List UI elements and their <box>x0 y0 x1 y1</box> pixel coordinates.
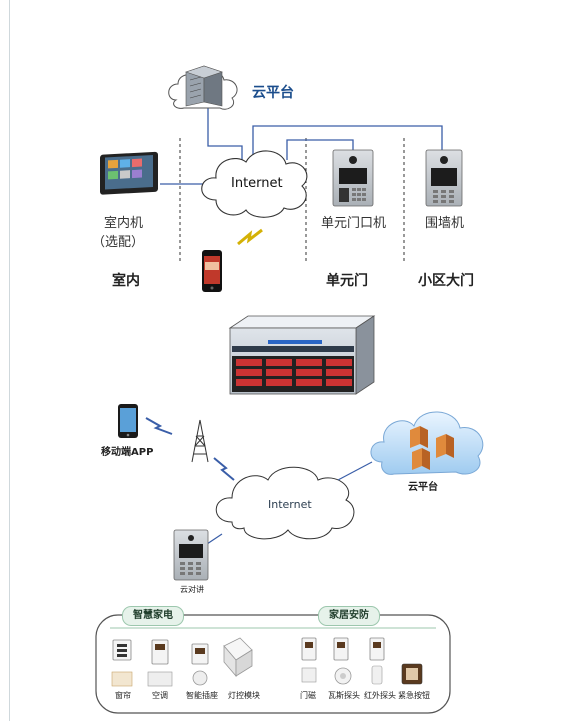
top-cloud-label: 云平台 <box>252 85 294 101</box>
wireless-bolt-top <box>237 228 263 246</box>
zone-unit-door-label: 单元门 <box>326 273 368 289</box>
smart-appliances-title: 智慧家电 <box>122 606 184 626</box>
wireless-bolt-phone <box>145 417 173 435</box>
appliance-label: 空调 <box>152 691 168 700</box>
zone-gate-label: 小区大门 <box>418 273 474 289</box>
cloud-intercom-label: 云对讲 <box>180 585 204 594</box>
bottom-internet-label: Internet <box>268 498 312 511</box>
top-cloud-platform-icon <box>168 65 238 110</box>
link-unit-door <box>286 139 354 160</box>
door-sensor-icon <box>301 637 317 683</box>
cloud-intercom-panel-icon <box>173 529 209 581</box>
top-internet-cloud <box>201 150 308 218</box>
wall-unit-station-icon <box>425 149 463 207</box>
emergency-button-icon <box>401 663 423 685</box>
bottom-cloud-platform-icon <box>370 411 484 475</box>
security-label: 门磁 <box>300 691 316 700</box>
home-security-title: 家居安防 <box>318 606 380 626</box>
security-label: 紧急按钮 <box>398 691 430 700</box>
indoor-unit-icon <box>100 151 158 195</box>
top-internet-label: Internet <box>231 176 283 191</box>
appliance-label: 灯控模块 <box>228 691 260 700</box>
link-internet-cloud <box>337 461 373 481</box>
unit-door-station-label: 单元门口机 <box>321 216 387 231</box>
curtain-icon <box>111 639 133 687</box>
air-conditioner-icon <box>147 639 173 687</box>
security-label: 瓦斯探头 <box>328 691 360 700</box>
wall-unit-label: 围墙机 <box>425 216 465 231</box>
appliance-label: 窗帘 <box>115 691 131 700</box>
infrared-detector-icon <box>369 637 385 685</box>
light-control-module-icon <box>223 637 253 678</box>
gas-detector-icon <box>333 637 352 685</box>
link-cloud-internet <box>207 108 243 160</box>
mobile-phone-icon-bottom <box>118 404 138 438</box>
indoor-unit-optional-label: （选配） <box>92 235 145 250</box>
smart-home-panel <box>95 614 451 714</box>
bottom-internet-cloud <box>215 466 355 540</box>
unit-door-station-icon <box>332 149 374 207</box>
page-left-rule <box>9 0 10 721</box>
rack-server-icon <box>228 315 376 395</box>
antenna-tower-icon <box>191 419 209 463</box>
security-label: 红外探头 <box>364 691 396 700</box>
zone-indoor-label: 室内 <box>112 273 140 289</box>
mobile-phone-icon-top <box>202 250 222 292</box>
appliance-label: 智能插座 <box>186 691 218 700</box>
smart-socket-icon <box>191 643 209 686</box>
mobile-app-label: 移动端APP <box>101 447 154 458</box>
link-wall-unit <box>252 125 443 160</box>
wireless-bolt-tower <box>213 457 235 481</box>
indoor-unit-label: 室内机 <box>104 216 144 231</box>
bottom-cloud-label: 云平台 <box>408 482 438 493</box>
